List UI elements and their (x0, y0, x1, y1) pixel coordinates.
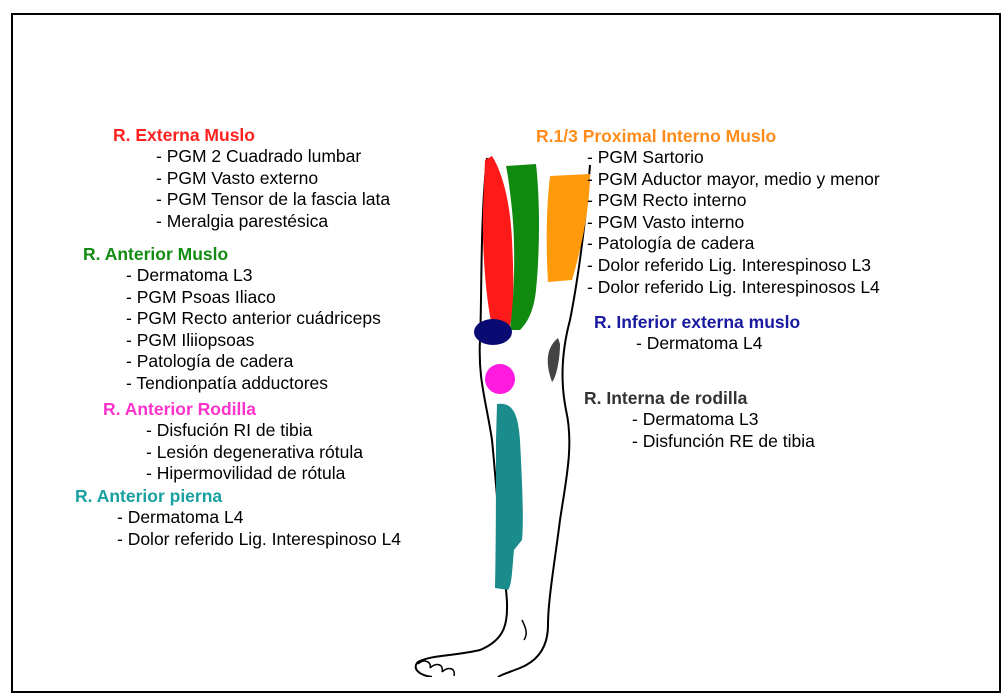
list-item: - Patología de cadera (126, 351, 381, 373)
list-inferior-externa: - Dermatoma L4 (636, 333, 800, 355)
list-item: - PGM Sartorio (587, 147, 880, 169)
title-proximal-interno: R.1/3 Proximal Interno Muslo (536, 126, 880, 147)
list-item: - PGM Iliiopsoas (126, 330, 381, 352)
zone-anterior-rodilla (485, 364, 515, 394)
list-proximal-interno: - PGM Sartorio - PGM Aductor mayor, medi… (587, 147, 880, 298)
zone-inferior-externa (474, 319, 512, 345)
group-anterior-muslo: R. Anterior Muslo - Dermatoma L3 - PGM P… (83, 244, 381, 395)
list-item: - PGM Recto interno (587, 190, 880, 212)
title-anterior-muslo: R. Anterior Muslo (83, 244, 381, 265)
list-anterior-pierna: - Dermatoma L4 - Dolor referido Lig. Int… (117, 507, 401, 550)
list-item: - Dermatoma L4 (636, 333, 800, 355)
ankle-line (522, 620, 526, 640)
list-item: - Hipermovilidad de rótula (146, 463, 363, 485)
list-item: - Dolor referido Lig. Interespinoso L4 (117, 529, 401, 551)
list-item: - Dolor referido Lig. Interespinosos L4 (587, 277, 880, 299)
group-externa-muslo: R. Externa Muslo - PGM 2 Cuadrado lumbar… (113, 125, 390, 232)
list-item: - PGM Tensor de la fascia lata (156, 189, 390, 211)
zone-anterior-pierna (495, 404, 523, 590)
title-externa-muslo: R. Externa Muslo (113, 125, 390, 146)
list-interna-rodilla: - Dermatoma L3 - Disfunción RE de tibia (632, 409, 815, 452)
list-item: - Disfución RI de tibia (146, 420, 363, 442)
list-item: - Dolor referido Lig. Interespinoso L3 (587, 255, 880, 277)
list-item: - Patología de cadera (587, 233, 880, 255)
title-inferior-externa: R. Inferior externa muslo (594, 312, 800, 333)
list-item: - PGM Vasto interno (587, 212, 880, 234)
title-interna-rodilla: R. Interna de rodilla (584, 388, 815, 409)
title-anterior-rodilla: R. Anterior Rodilla (103, 399, 363, 420)
list-item: - Disfunción RE de tibia (632, 431, 815, 453)
title-anterior-pierna: R. Anterior pierna (75, 486, 401, 507)
list-item: - PGM Aductor mayor, medio y menor (587, 169, 880, 191)
list-item: - PGM Psoas Iliaco (126, 287, 381, 309)
list-item: - Dermatoma L4 (117, 507, 401, 529)
list-anterior-rodilla: - Disfución RI de tibia - Lesión degener… (146, 420, 363, 485)
list-externa-muslo: - PGM 2 Cuadrado lumbar - PGM Vasto exte… (156, 146, 390, 232)
group-anterior-rodilla: R. Anterior Rodilla - Disfución RI de ti… (103, 399, 363, 485)
list-item: - PGM Recto anterior cuádriceps (126, 308, 381, 330)
zone-interna-rodilla (548, 338, 560, 382)
list-item: - PGM 2 Cuadrado lumbar (156, 146, 390, 168)
list-item: - PGM Vasto externo (156, 168, 390, 190)
foot-toes (418, 661, 454, 676)
list-item: - Dermatoma L3 (632, 409, 815, 431)
list-item: - Meralgia parestésica (156, 211, 390, 233)
list-item: - Tendionpatía adductores (126, 373, 381, 395)
list-item: - Dermatoma L3 (126, 265, 381, 287)
group-anterior-pierna: R. Anterior pierna - Dermatoma L4 - Dolo… (75, 486, 401, 550)
group-interna-rodilla: R. Interna de rodilla - Dermatoma L3 - D… (584, 388, 815, 452)
list-anterior-muslo: - Dermatoma L3 - PGM Psoas Iliaco - PGM … (126, 265, 381, 395)
group-proximal-interno: R.1/3 Proximal Interno Muslo - PGM Sarto… (536, 126, 880, 298)
list-item: - Lesión degenerativa rótula (146, 442, 363, 464)
group-inferior-externa: R. Inferior externa muslo - Dermatoma L4 (594, 312, 800, 355)
